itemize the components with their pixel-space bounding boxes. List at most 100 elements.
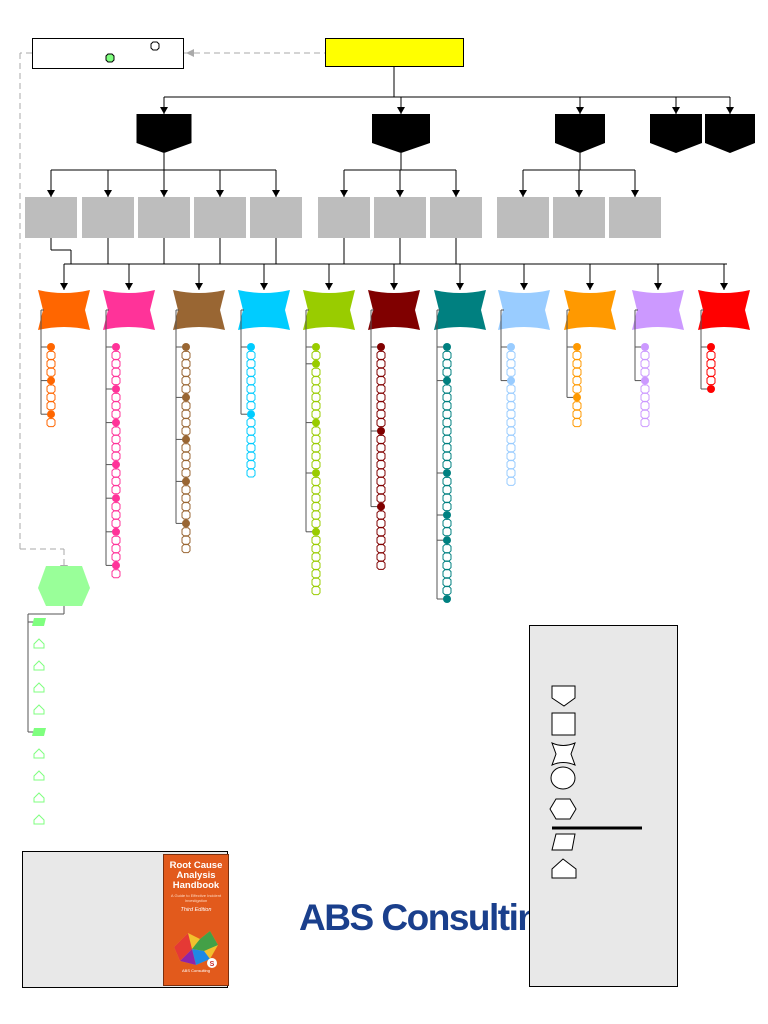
root-cause-item [707, 360, 715, 368]
root-cause-item [247, 393, 255, 401]
root-cause-item [377, 419, 385, 427]
legend-root-cause-shape-icon [551, 767, 575, 789]
root-cause-item [247, 351, 255, 359]
root-cause-item [182, 419, 190, 427]
cause-node [303, 290, 355, 330]
arrowhead [672, 107, 680, 114]
root-cause-dot [707, 343, 715, 351]
root-cause-dot [247, 410, 255, 418]
category-node [650, 114, 702, 153]
arrowhead [397, 107, 405, 114]
root-cause-item [443, 385, 451, 393]
root-cause-item [182, 461, 190, 469]
side-item [34, 771, 44, 780]
root-cause-dot [112, 494, 120, 502]
root-cause-dot [377, 503, 385, 511]
root-cause-item [112, 410, 120, 418]
root-cause-item [707, 377, 715, 385]
root-cause-item [112, 377, 120, 385]
root-cause-item [707, 351, 715, 359]
root-cause-dot [247, 343, 255, 351]
arrowhead [390, 283, 398, 290]
root-cause-item [443, 494, 451, 502]
root-cause-item [641, 385, 649, 393]
arrowhead [586, 283, 594, 290]
root-cause-item [312, 545, 320, 553]
root-cause-item [112, 503, 120, 511]
root-cause-item [443, 427, 451, 435]
root-cause-item [573, 377, 581, 385]
cause-node [434, 290, 486, 330]
root-cause-item [443, 503, 451, 511]
side-item [34, 749, 44, 758]
top-event-node[interactable] [325, 38, 464, 67]
root-cause-item [641, 393, 649, 401]
root-cause-item [443, 351, 451, 359]
root-cause-dot [443, 343, 451, 351]
root-cause-item [443, 402, 451, 410]
root-cause-item [707, 368, 715, 376]
root-cause-item [312, 536, 320, 544]
root-cause-item [443, 393, 451, 401]
root-cause-item [507, 419, 515, 427]
root-cause-item [182, 368, 190, 376]
root-cause-item [182, 351, 190, 359]
arrowhead [104, 190, 112, 197]
subcategory-node [82, 197, 134, 238]
root-cause-item [312, 553, 320, 561]
root-cause-item [312, 385, 320, 393]
root-cause-dot [112, 385, 120, 393]
root-cause-item [443, 444, 451, 452]
root-cause-dot [112, 419, 120, 427]
book-subtitle: A Guide to Effective Incident Investigat… [164, 893, 228, 903]
root-cause-item [112, 519, 120, 527]
root-cause-item [641, 360, 649, 368]
root-cause-dot [182, 477, 190, 485]
root-cause-item [112, 486, 120, 494]
category-node [137, 114, 192, 153]
root-cause-item [182, 410, 190, 418]
cause-node [103, 290, 155, 330]
root-cause-item [507, 402, 515, 410]
root-cause-item [312, 477, 320, 485]
arrowhead [576, 107, 584, 114]
root-cause-item [112, 435, 120, 443]
root-cause-item [247, 461, 255, 469]
root-cause-item [312, 435, 320, 443]
root-cause-dot [377, 427, 385, 435]
root-cause-item [377, 368, 385, 376]
root-cause-item [247, 368, 255, 376]
root-cause-dot [443, 511, 451, 519]
root-cause-item [112, 427, 120, 435]
root-cause-item [247, 469, 255, 477]
root-cause-item [312, 368, 320, 376]
root-cause-item [507, 461, 515, 469]
root-cause-item [443, 419, 451, 427]
root-cause-item [443, 561, 451, 569]
cause-node [38, 290, 90, 330]
root-cause-item [182, 545, 190, 553]
root-cause-item [443, 587, 451, 595]
arrowhead [340, 190, 348, 197]
root-cause-dot [312, 360, 320, 368]
root-cause-item [377, 385, 385, 393]
root-cause-item [377, 536, 385, 544]
root-cause-dot [182, 435, 190, 443]
root-cause-item [443, 545, 451, 553]
root-cause-item [112, 477, 120, 485]
root-cause-item [312, 410, 320, 418]
legend-node-shape-icon [552, 743, 575, 765]
root-cause-item [182, 427, 190, 435]
root-cause-item [377, 435, 385, 443]
root-cause-item [112, 536, 120, 544]
root-cause-item [573, 351, 581, 359]
book-edition: Third Edition [164, 907, 228, 913]
root-cause-item [377, 519, 385, 527]
root-cause-item [377, 561, 385, 569]
root-cause-item [377, 410, 385, 418]
arrowhead [726, 107, 734, 114]
root-cause-item [312, 393, 320, 401]
arrowhead [160, 190, 168, 197]
root-cause-item [312, 452, 320, 460]
root-cause-item [312, 486, 320, 494]
